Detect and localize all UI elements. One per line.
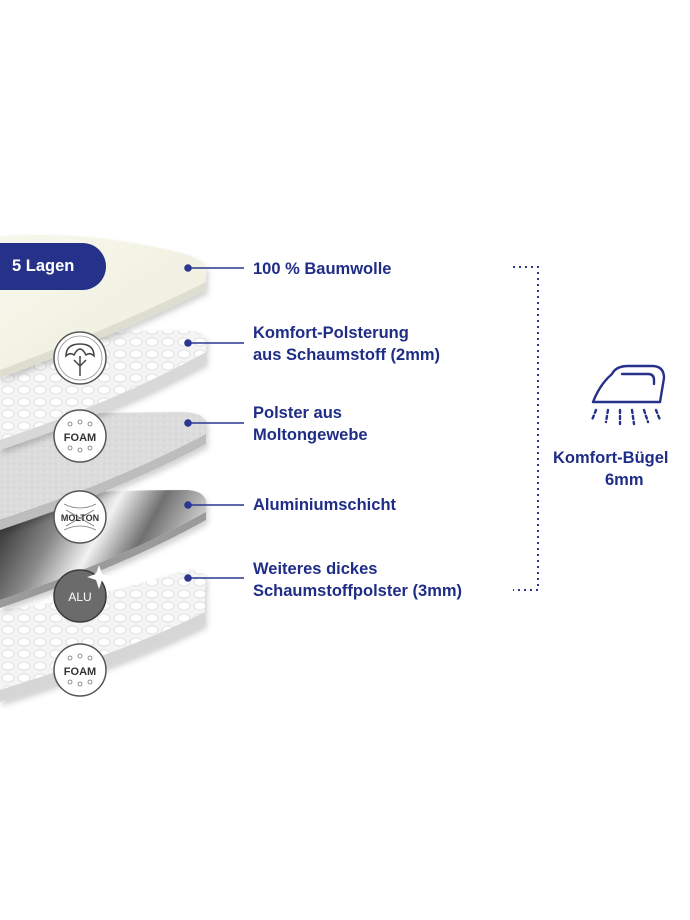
molton-icon: MOLTON: [53, 490, 107, 544]
layers-count-badge: 5 Lagen: [0, 243, 106, 290]
layer-label-molton: Polster aus Moltongewebe: [253, 402, 368, 446]
layer-label-foam-3mm: Weiteres dickes Schaumstoffpolster (3mm): [253, 558, 462, 602]
layer-label-foam-2mm: Komfort-Polsterung aus Schaumstoff (2mm): [253, 322, 440, 366]
layer-label-line: Aluminiumschicht: [253, 496, 397, 514]
iron-caption: Komfort-Bügel 6mm: [553, 447, 690, 491]
layer-label-line: Moltongewebe: [253, 426, 368, 444]
leader-dot: [184, 264, 192, 272]
leader-lines: [184, 264, 244, 582]
molton-icon-label: MOLTON: [61, 513, 99, 523]
iron-caption-line2: 6mm: [605, 471, 644, 489]
foam-icon-label: FOAM: [64, 432, 96, 444]
layer-label-line: Schaumstoffpolster (3mm): [253, 582, 463, 600]
cotton-icon: [53, 331, 107, 385]
leader-dot: [184, 419, 192, 427]
layer-label-cotton: 100 % Baumwolle: [253, 258, 391, 280]
layer-label-line: Polster aus: [253, 404, 342, 422]
bracket: [513, 266, 539, 591]
layer-label-line: 100 % Baumwolle: [253, 260, 392, 278]
foam-icon: FOAM: [53, 643, 107, 697]
layer-label-aluminium: Aluminiumschicht: [253, 494, 396, 516]
layer-aluminium: [0, 490, 207, 608]
foam-icon: FOAM: [53, 409, 107, 463]
leader-dot: [184, 339, 192, 347]
layer-label-line: aus Schaumstoff (2mm): [253, 346, 441, 364]
foam-icon-label: FOAM: [64, 666, 96, 678]
layer-label-line: Weiteres dickes: [253, 560, 378, 578]
iron-caption-line1: Komfort-Bügel: [553, 449, 669, 467]
leader-dot: [184, 501, 192, 509]
layer-molton: [0, 412, 207, 530]
leader-dot: [184, 574, 192, 582]
alu-icon: ALU: [53, 565, 111, 623]
alu-icon-label: ALU: [68, 590, 91, 604]
badge-label: 5 Lagen: [12, 257, 75, 275]
layer-label-line: Komfort-Polsterung: [253, 324, 409, 342]
iron-icon: [590, 364, 666, 426]
